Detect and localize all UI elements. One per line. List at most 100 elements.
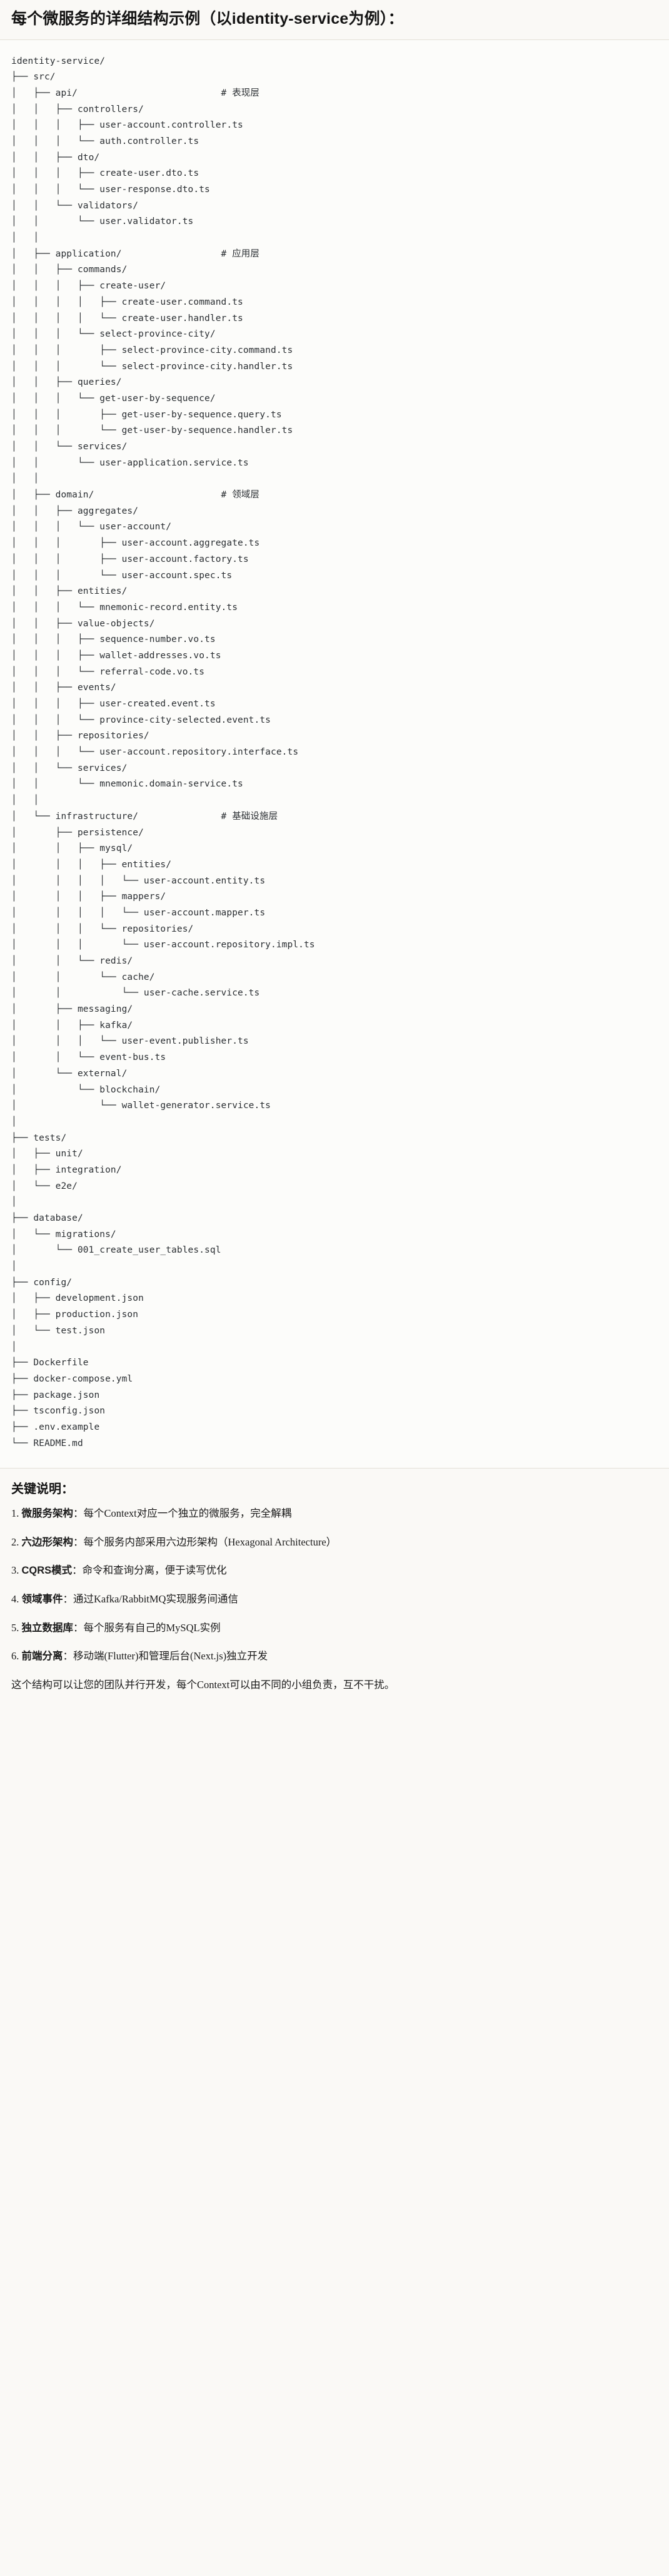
key-note-term: 前端分离 [21,1651,63,1662]
tree-line: │ │ │ └── user-account.repository.interf… [11,747,299,758]
tree-line: ├── tsconfig.json [11,1406,106,1417]
page-title: 每个微服务的详细结构示例（以identity-service为例）： [11,10,404,28]
key-note-item: 3. CQRS模式：命令和查询分离，便于读写优化 [11,1562,658,1579]
tree-line: │ │ │ ├── entities/ [11,859,172,870]
tree-line: │ │ │ ├── user-account.controller.ts [11,120,243,131]
tree-line: │ ├── application/ # 应用层 [11,248,259,259]
tree-line: │ │ │ └── repositories/ [11,924,194,934]
tree-line: │ │ │ └── user-response.dto.ts [11,185,210,195]
key-note-term: 微服务架构 [21,1508,74,1520]
key-notes-heading: 关键说明： [11,1482,74,1497]
tree-line: ├── config/ [11,1277,73,1288]
tree-line: │ └── migrations/ [11,1229,116,1240]
tree-line: │ │ │ └── user-account.spec.ts [11,570,233,581]
tree-line: ├── database/ [11,1213,83,1223]
key-note-item: 2. 六边形架构：每个服务内部采用六边形架构（Hexagonal Archite… [11,1534,658,1551]
tree-line: │ │ ├── value-objects/ [11,618,155,629]
tree-line: │ │ │ └── user-account/ [11,522,172,532]
tree-line: │ │ │ ├── create-user.dto.ts [11,168,199,179]
tree-line: │ │ └── redis/ [11,956,133,966]
tree-line: ├── tests/ [11,1133,67,1143]
tree-line: │ │ ├── queries/ [11,377,122,388]
tree-line: │ │ │ └── user-event.publisher.ts [11,1036,249,1047]
tree-line: ├── docker-compose.yml [11,1373,133,1384]
tree-line: │ │ ├── controllers/ [11,104,144,115]
tree-line: │ [11,1261,17,1272]
directory-tree-block: identity-service/├── src/│ ├── api/ # 表现… [0,39,669,1469]
tree-line: │ │ │ ├── select-province-city.command.t… [11,345,293,355]
key-note-number: 4. [11,1593,22,1605]
tree-line: │ [11,1197,17,1208]
key-note-description: 移动端(Flutter)和管理后台(Next.js)独立开发 [73,1650,268,1662]
tree-line: │ │ │ ├── user-created.event.ts [11,699,216,709]
tree-line: │ │ │ ├── mappers/ [11,892,166,902]
key-note-description: 通过Kafka/RabbitMQ实现服务间通信 [73,1593,238,1605]
key-note-description: 每个服务内部采用六边形架构（Hexagonal Architecture） [83,1535,337,1548]
tree-line: │ │ │ └── select-province-city/ [11,329,216,340]
tree-line: │ │ [11,233,39,243]
tree-line: identity-service/ [11,56,106,66]
tree-line: ├── package.json [11,1390,100,1400]
tree-line: │ ├── domain/ # 领域层 [11,490,259,501]
tree-line: │ │ └── services/ [11,442,128,452]
tree-line: │ │ │ └── referral-code.vo.ts [11,666,205,677]
tree-line: │ │ │ └── auth.controller.ts [11,136,199,146]
key-note-separator: ： [73,1621,84,1634]
key-note-term: 领域事件 [21,1594,63,1605]
key-note-number: 6. [11,1650,22,1662]
tree-line: │ │ └── user-application.service.ts [11,457,249,468]
tree-line: │ │ └── user.validator.ts [11,216,194,227]
tree-line: │ │ │ │ ├── create-user.command.ts [11,297,243,307]
tree-line: │ └── test.json [11,1325,106,1336]
tree-line: │ ├── development.json [11,1293,144,1304]
tree-line: │ │ [11,795,39,806]
key-note-description: 每个Context对应一个独立的微服务，完全解耦 [83,1507,292,1520]
tree-line: │ └── e2e/ [11,1181,78,1191]
tree-line: │ │ └── event-bus.ts [11,1052,166,1063]
key-note-item: 5. 独立数据库：每个服务有自己的MySQL实例 [11,1620,658,1637]
key-note-item: 4. 领域事件：通过Kafka/RabbitMQ实现服务间通信 [11,1591,658,1608]
key-note-term: 六边形架构 [21,1536,74,1548]
tree-line: │ ├── messaging/ [11,1004,133,1015]
tree-line: │ ├── api/ # 表现层 [11,88,259,98]
key-note-number: 5. [11,1621,22,1634]
tree-line: │ │ └── validators/ [11,200,139,211]
tree-line: └── README.md [11,1438,83,1448]
document-page: 每个微服务的详细结构示例（以identity-service为例）： ident… [0,10,669,1706]
notes-divider [0,1468,669,1469]
tree-line: │ │ │ ├── wallet-addresses.vo.ts [11,650,221,661]
key-note-separator: ： [73,1507,84,1520]
tree-line: │ └── blockchain/ [11,1084,161,1095]
key-note-description: 每个服务有自己的MySQL实例 [83,1621,221,1634]
tree-line: │ │ └── services/ [11,763,128,773]
tree-line: ├── .env.example [11,1422,100,1432]
tree-line: │ └── wallet-generator.service.ts [11,1101,271,1111]
tree-line: │ [11,1341,17,1352]
tree-line: │ └── external/ [11,1068,128,1079]
tree-line: │ │ └── cache/ [11,972,155,982]
tree-line: │ │ ├── kafka/ [11,1020,133,1031]
key-note-number: 2. [11,1535,22,1548]
tree-line: │ └── infrastructure/ # 基础设施层 [11,811,278,822]
tree-line: │ │ │ │ └── user-account.mapper.ts [11,907,266,918]
tree-line: │ │ ├── events/ [11,683,116,693]
tree-line: │ │ │ └── get-user-by-sequence/ [11,393,216,404]
key-note-item: 6. 前端分离：移动端(Flutter)和管理后台(Next.js)独立开发 [11,1648,658,1665]
tree-line: │ ├── production.json [11,1310,139,1320]
tree-line: │ │ └── mnemonic.domain-service.ts [11,779,243,790]
tree-line: │ │ ├── mysql/ [11,843,133,854]
tree-line: │ ├── integration/ [11,1164,122,1175]
tree-line: │ │ ├── commands/ [11,265,128,275]
tree-line: │ └── 001_create_user_tables.sql [11,1245,221,1256]
tree-line: │ │ │ │ └── create-user.handler.ts [11,313,243,323]
directory-tree: identity-service/├── src/│ ├── api/ # 表现… [11,54,658,1452]
key-note-number: 1. [11,1507,22,1520]
tree-line: │ │ │ └── mnemonic-record.entity.ts [11,602,238,613]
tree-line: │ │ │ ├── user-account.aggregate.ts [11,538,260,549]
tree-line: │ │ ├── entities/ [11,586,128,597]
key-note-term: 独立数据库 [21,1622,74,1634]
tree-line: │ │ ├── aggregates/ [11,506,139,516]
tree-line: │ │ ├── repositories/ [11,731,149,741]
